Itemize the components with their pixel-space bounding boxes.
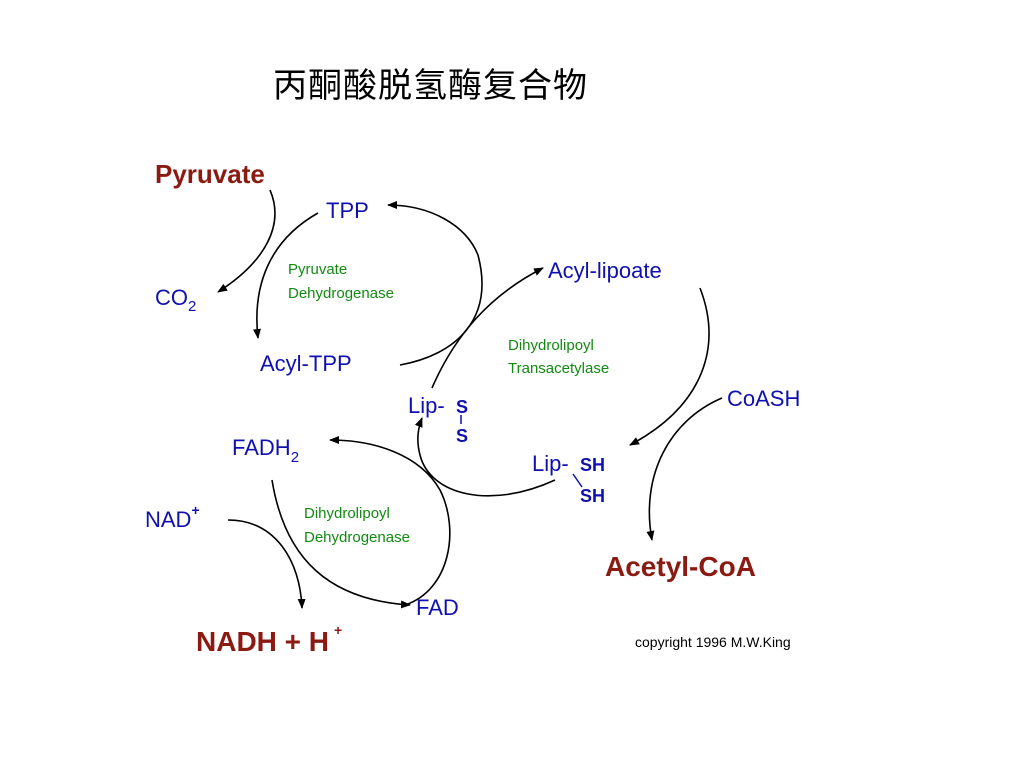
fadh2-main: FADH (232, 435, 291, 460)
thiol-branch (572, 473, 583, 488)
enzyme-e3-line1: Dihydrolipoyl (304, 505, 390, 522)
enzyme-e3-line2: Dehydrogenase (304, 529, 410, 546)
reaction-arrows (217, 189, 723, 609)
label-lip-dithiol: Lip- SH SH (532, 451, 605, 506)
label-co2: CO2 (155, 285, 196, 315)
lip-sh-prefix: Lip- (532, 451, 569, 476)
lip-ss-prefix: Lip- (408, 393, 445, 418)
lip-sh-sh2: SH (580, 486, 605, 506)
arrow-acyl-tpp-to-tpp (387, 201, 483, 366)
page-title: 丙酮酸脱氢酶复合物 (273, 66, 588, 106)
label-fadh2: FADH2 (232, 435, 299, 466)
lip-ss-s1: S (456, 397, 468, 417)
lip-sh-sh1: SH (580, 455, 605, 475)
enzyme-e2-line1: Dihydrolipoyl (508, 337, 594, 354)
nad-superscript: + (191, 502, 199, 518)
nadh-main: NADH + H (196, 626, 329, 657)
arrow-fadh2-to-fad (271, 479, 411, 609)
arrow-nad-to-nadh (227, 519, 306, 609)
enzyme-e1-line1: Pyruvate (288, 261, 347, 278)
label-tpp: TPP (326, 198, 369, 223)
label-fad: FAD (416, 595, 459, 620)
label-acyl-tpp: Acyl-TPP (260, 351, 352, 376)
arrow-lip-ss-to-acyl-lipoate (431, 267, 544, 389)
arrow-fad-to-fadh2 (329, 436, 451, 606)
nadh-superscript: + (334, 622, 342, 638)
label-nad: NAD+ (145, 502, 200, 532)
arrow-acyl-lipoate-to-lip-sh (629, 287, 710, 446)
arrow-coash-to-acetyl-coa (646, 397, 723, 541)
label-nadh: NADH + H + (196, 622, 342, 657)
label-lip-disulfide: Lip- S S (408, 393, 468, 446)
arrow-pyruvate-to-co2 (217, 189, 276, 293)
enzyme-e1-line2: Dehydrogenase (288, 285, 394, 302)
label-coash: CoASH (727, 386, 800, 411)
arrow-lip-sh-to-lip-ss (414, 417, 556, 497)
copyright-notice: copyright 1996 M.W.King (635, 634, 791, 650)
label-acyl-lipoate: Acyl-lipoate (548, 258, 662, 283)
label-pyruvate: Pyruvate (155, 159, 265, 189)
co2-subscript: 2 (188, 298, 196, 315)
co2-main: CO (155, 285, 188, 310)
arrow-tpp-to-acyl-tpp (253, 212, 319, 339)
lip-ss-s2: S (456, 426, 468, 446)
nad-main: NAD (145, 507, 191, 532)
fadh2-subscript: 2 (291, 449, 299, 466)
enzyme-e2-line2: Transacetylase (508, 360, 609, 377)
label-acetyl-coa: Acetyl-CoA (605, 551, 756, 582)
